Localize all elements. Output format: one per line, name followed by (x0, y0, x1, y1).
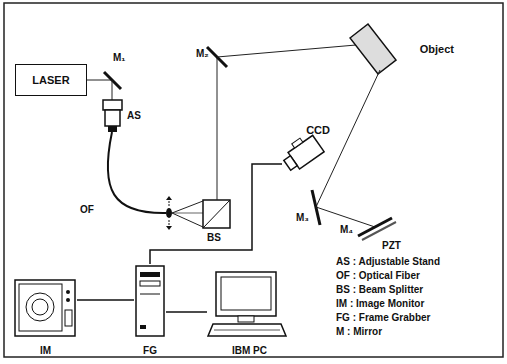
image-monitor: IM (14, 278, 77, 356)
node-label: CCD (306, 124, 330, 136)
node-label: Object (420, 43, 454, 55)
laser-box: LASER (15, 64, 87, 96)
cable-connector (150, 164, 282, 264)
mirror-label: M₃ (296, 212, 309, 223)
legend-note: OF : Optical Fiber (336, 270, 420, 281)
legend-note: M : Mirror (336, 326, 382, 337)
mirror-label: M₂ (196, 48, 209, 59)
part-label: AS (127, 110, 141, 121)
legend-note: IM : Image Monitor (336, 298, 424, 309)
legend-note: AS : Adjustable Stand (336, 256, 440, 267)
legend-note: FG : Frame Grabber (336, 312, 430, 323)
mirror-label: M₄ (340, 224, 353, 235)
cable-connector (166, 312, 207, 313)
part-label: OF (80, 204, 94, 215)
part-label: BS (207, 232, 221, 243)
mirror-label: M₁ (113, 52, 125, 63)
part-label: PZT (382, 240, 401, 251)
node-label: LASER (32, 74, 69, 86)
legend-note: BS : Beam Splitter (336, 284, 423, 295)
node-label: FG (143, 345, 157, 356)
node-label: IBM PC (232, 345, 267, 356)
frame-grabber: FG (134, 264, 166, 356)
ccd-camera: CCD (282, 124, 330, 176)
node-label: IM (40, 345, 51, 356)
cable-connector (77, 300, 134, 301)
object: Object (346, 20, 454, 78)
ibm-pc: IBM PC (207, 270, 292, 356)
